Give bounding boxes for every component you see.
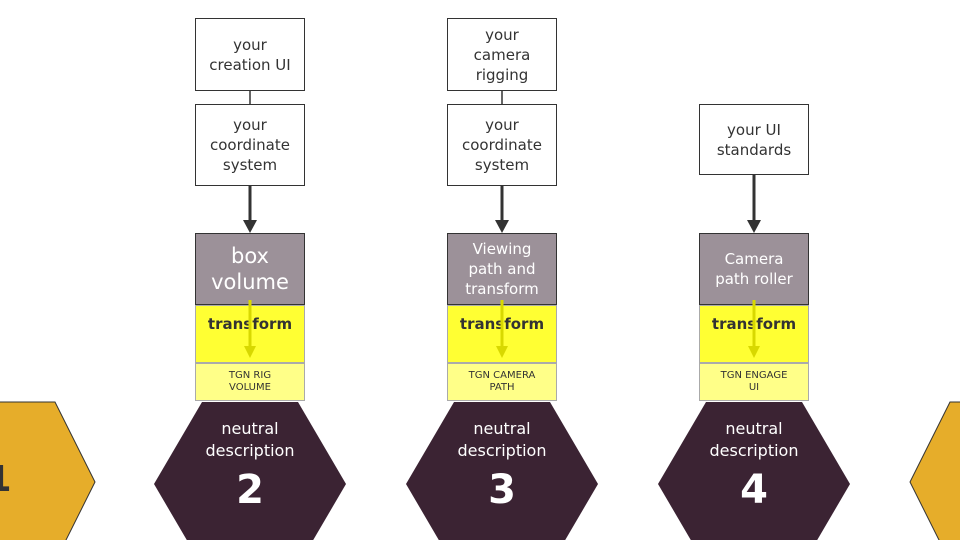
transform-box-3: transform — [447, 305, 557, 363]
creation-ui-box: your creation UI — [195, 18, 305, 91]
hexagon-2 — [154, 402, 346, 540]
camera-rigging-box: your camera rigging — [447, 18, 557, 91]
hex-label-3: neutral description — [457, 419, 547, 460]
connector-arrow-4 — [747, 175, 761, 233]
hex-number-2: 2 — [236, 467, 264, 513]
left-edge-number: 1 — [0, 458, 14, 502]
ui-standards-box: your UI standards — [699, 104, 809, 175]
transform-box-4: transform — [699, 305, 809, 363]
coordinate-system-box-3: your coordinate system — [447, 104, 557, 186]
transform-box-2: transform — [195, 305, 305, 363]
hex-number-3: 3 — [488, 467, 516, 513]
hexagon-3 — [406, 402, 598, 540]
left-edge-hexagon — [0, 401, 96, 540]
hex-label-4: neutral description — [709, 419, 799, 460]
tgn-rig-volume-tag: TGN RIG VOLUME — [195, 363, 305, 401]
hexagon-4 — [658, 402, 850, 540]
camera-path-roller-box: Camera path roller — [699, 233, 809, 305]
hex-label-2: neutral description — [205, 419, 295, 460]
tgn-engage-ui-tag: TGN ENGAGE UI — [699, 363, 809, 401]
connector-arrow-3 — [495, 186, 509, 233]
connector-arrow-2 — [243, 186, 257, 233]
tgn-camera-path-tag: TGN CAMERA PATH — [447, 363, 557, 401]
viewing-path-box: Viewing path and transform — [447, 233, 557, 305]
coordinate-system-box-2: your coordinate system — [195, 104, 305, 186]
box-volume-box: box volume — [195, 233, 305, 305]
hex-number-4: 4 — [740, 467, 768, 513]
right-edge-hexagon — [909, 401, 960, 540]
